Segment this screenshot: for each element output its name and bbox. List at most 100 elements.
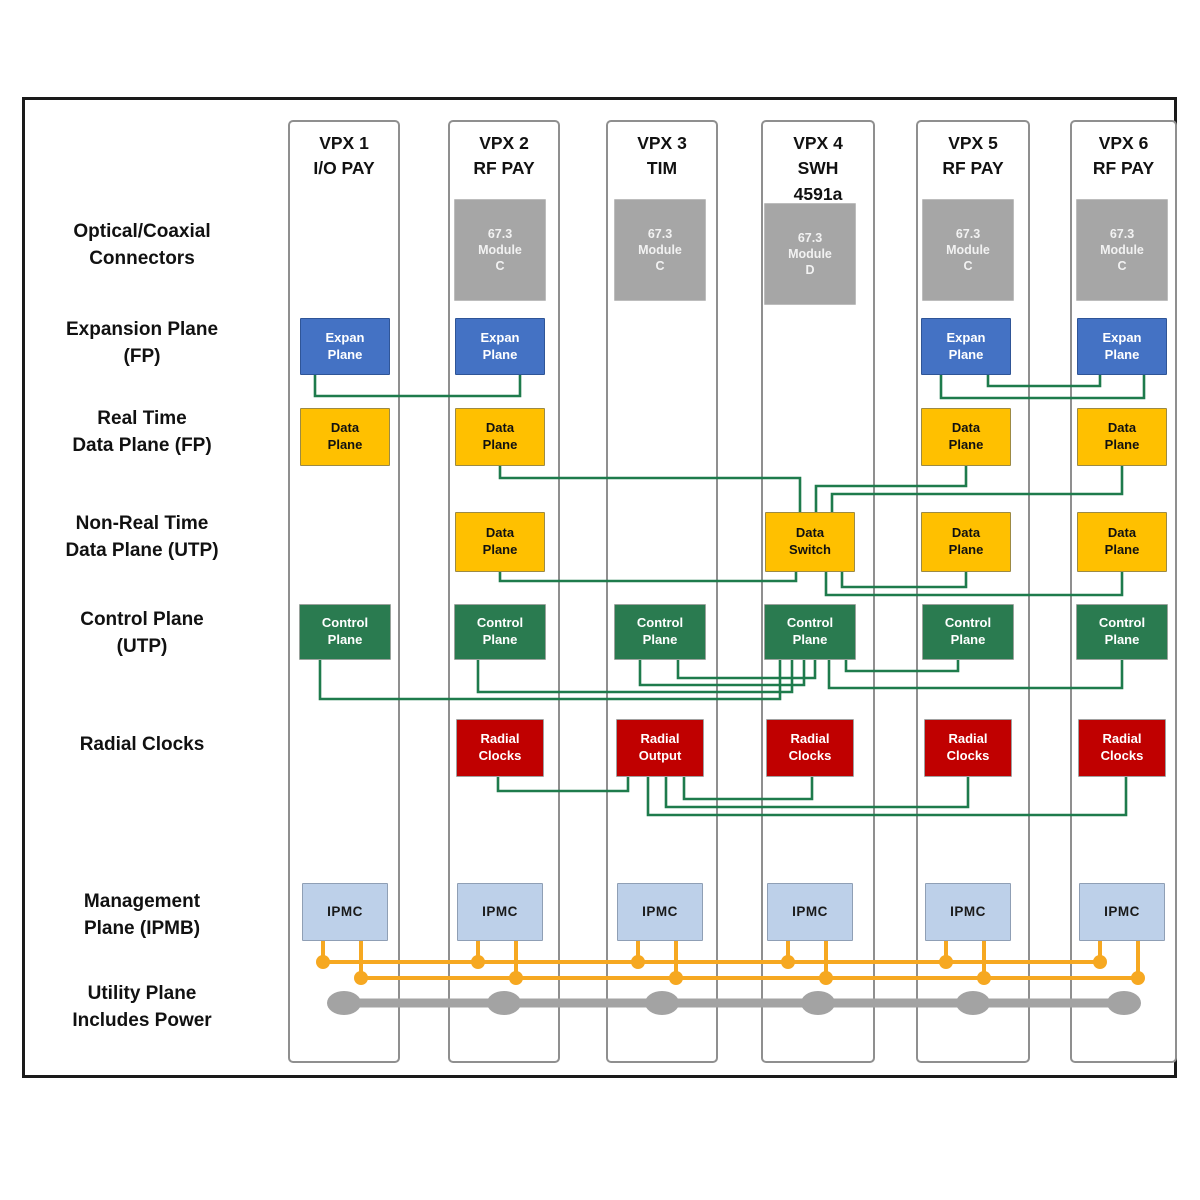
box-label-line: Plane xyxy=(327,437,363,452)
row-label-line: Real Time xyxy=(97,408,187,429)
box-label-line: Clocks xyxy=(478,748,522,763)
module-line: Module xyxy=(1100,242,1144,257)
box-label-line: Control xyxy=(321,615,369,631)
box-label-line: Plane xyxy=(950,632,986,647)
module-box-vpx4: 67.3 Module D xyxy=(764,203,856,305)
slot-name: VPX 4 xyxy=(793,133,843,153)
box-label-line: Data xyxy=(485,420,515,436)
box-label-line: IPMC xyxy=(950,904,986,920)
radial-output-box-vpx3: Radial Output xyxy=(616,719,704,777)
expan-plane-box-vpx2: Expan Plane xyxy=(455,318,545,375)
box-label-line: Plane xyxy=(642,632,678,647)
box-label-line: Radial xyxy=(790,731,830,747)
box-label-line: Switch xyxy=(789,542,831,557)
module-line: 67.3 xyxy=(955,226,981,241)
box-label-line: IPMC xyxy=(482,904,518,920)
ipmc-box-vpx5: IPMC xyxy=(925,883,1011,941)
control-plane-box-vpx1: Control Plane xyxy=(299,604,391,660)
row-label-utility-plane: Utility Plane Includes Power xyxy=(18,981,266,1035)
box-label-line: Plane xyxy=(1104,346,1140,362)
expan-plane-box-vpx6: Expan Plane xyxy=(1077,318,1167,375)
row-label-line: Connectors xyxy=(89,247,195,269)
row-label-radial-clocks: Radial Clocks xyxy=(18,732,266,759)
box-label-line: Plane xyxy=(482,632,518,647)
slot-title: VPX 2 RF PAY xyxy=(450,122,558,182)
box-label-line: Clocks xyxy=(946,748,990,763)
nrt-data-plane-box-vpx2: Data Plane xyxy=(455,512,545,572)
row-label-nonrealtime-data-plane: Non-Real Time Data Plane (UTP) xyxy=(18,511,266,565)
box-label-line: Control xyxy=(636,615,684,631)
control-plane-box-vpx4: Control Plane xyxy=(764,604,856,660)
module-line: D xyxy=(805,263,815,278)
box-label-line: IPMC xyxy=(642,904,678,920)
row-label-expansion-plane: Expansion Plane (FP) xyxy=(18,317,266,371)
box-label-line: Control xyxy=(1098,615,1146,631)
row-label-line: Plane (IPMB) xyxy=(83,917,201,939)
module-line: 67.3 xyxy=(487,226,513,241)
slot-role: RF PAY xyxy=(1092,158,1155,179)
ipmc-box-vpx1: IPMC xyxy=(302,883,388,941)
box-label-line: Radial xyxy=(640,731,680,747)
slot-name: VPX 6 xyxy=(1098,133,1149,153)
box-label-line: Plane xyxy=(482,346,518,362)
box-label-line: Plane xyxy=(948,437,984,452)
ipmc-box-vpx4: IPMC xyxy=(767,883,853,941)
module-line: C xyxy=(495,259,505,274)
nrt-data-plane-box-vpx5: Data Plane xyxy=(921,512,1011,572)
box-label-line: Expan xyxy=(325,329,365,345)
ipmc-box-vpx3: IPMC xyxy=(617,883,703,941)
slot-title: VPX 4 SWH 4591a xyxy=(763,122,873,207)
row-label-line: (UTP) xyxy=(116,635,168,657)
slot-name: VPX 2 xyxy=(479,133,529,153)
box-label-line: Expan xyxy=(946,329,986,345)
row-label-line: Radial Clocks xyxy=(79,734,205,755)
row-label-line: Utility Plane xyxy=(87,983,197,1004)
row-label-control-plane: Control Plane (UTP) xyxy=(18,607,266,661)
control-plane-box-vpx3: Control Plane xyxy=(614,604,706,660)
row-label-line: Non-Real Time xyxy=(75,513,209,534)
radial-clocks-box-vpx2: Radial Clocks xyxy=(456,719,544,777)
box-label-line: Control xyxy=(476,615,524,631)
nrt-data-plane-box-vpx6: Data Plane xyxy=(1077,512,1167,572)
box-label-line: Radial xyxy=(948,731,988,747)
module-box-vpx3: 67.3 Module C xyxy=(614,199,706,301)
rt-data-plane-box-vpx2: Data Plane xyxy=(455,408,545,466)
row-label-line: Includes Power xyxy=(72,1009,212,1031)
slot-role: TIM xyxy=(646,158,678,179)
row-label-line: Control Plane xyxy=(80,609,204,630)
slot-name: VPX 5 xyxy=(948,133,998,153)
slot-name: VPX 1 xyxy=(319,133,369,153)
box-label-line: IPMC xyxy=(792,904,828,920)
row-label-line: Data Plane (UTP) xyxy=(65,539,219,561)
rt-data-plane-box-vpx1: Data Plane xyxy=(300,408,390,466)
module-line: 67.3 xyxy=(647,226,673,241)
row-label-management-plane: Management Plane (IPMB) xyxy=(18,889,266,943)
row-label-line: Optical/Coaxial xyxy=(73,221,211,242)
expan-plane-box-vpx5: Expan Plane xyxy=(921,318,1011,375)
slot-extra: 4591a xyxy=(793,183,843,204)
box-label-line: Clocks xyxy=(1100,748,1144,763)
box-label-line: Plane xyxy=(482,542,518,557)
control-plane-box-vpx5: Control Plane xyxy=(922,604,1014,660)
radial-clocks-box-vpx4: Radial Clocks xyxy=(766,719,854,777)
slot-role: I/O PAY xyxy=(313,158,375,179)
box-label-line: Data xyxy=(795,525,825,541)
row-label-line: Expansion Plane xyxy=(65,319,219,340)
box-label-line: Output xyxy=(638,748,682,763)
box-label-line: Data xyxy=(330,420,360,436)
box-label-line: Plane xyxy=(327,632,363,647)
module-line: Module xyxy=(788,246,832,261)
row-label-line: Management xyxy=(83,891,201,912)
slot-title: VPX 1 I/O PAY xyxy=(290,122,398,182)
box-label-line: Data xyxy=(1107,525,1137,541)
module-line: C xyxy=(963,259,973,274)
box-label-line: Data xyxy=(1107,420,1137,436)
row-label-line: Data Plane (FP) xyxy=(72,434,212,456)
module-line: Module xyxy=(478,242,522,257)
box-label-line: Radial xyxy=(1102,731,1142,747)
slot-role: RF PAY xyxy=(473,158,535,179)
box-label-line: Plane xyxy=(792,632,828,647)
box-label-line: Plane xyxy=(482,437,518,452)
box-label-line: Data xyxy=(485,525,515,541)
